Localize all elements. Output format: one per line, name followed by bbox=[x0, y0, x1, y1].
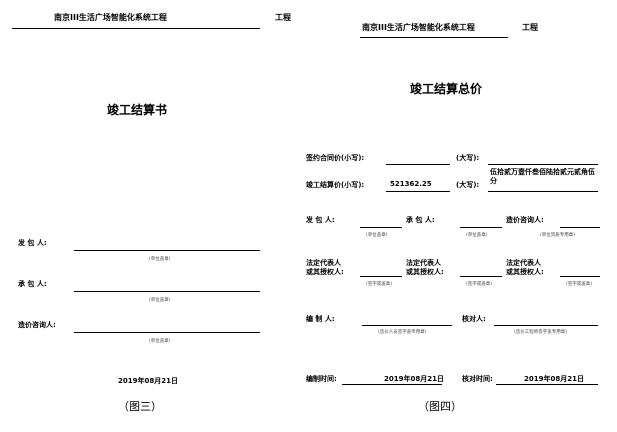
right-header-project: 南京III生活广场智能化系统工程 bbox=[362, 23, 475, 32]
left-line-consultant bbox=[74, 332, 260, 333]
left-note-employer: (单位盖章) bbox=[149, 257, 171, 262]
compiler-note: (造价人员签字盖专用章) bbox=[378, 330, 427, 335]
right-note-consultant: (单位资质专用章) bbox=[540, 233, 576, 238]
compile-time-value: 2019年08月21日 bbox=[384, 375, 444, 383]
rep1-line bbox=[360, 276, 402, 277]
left-label-contractor: 承 包 人: bbox=[18, 280, 47, 288]
right-label-consultant: 造价咨询人: bbox=[506, 216, 544, 224]
left-line-employer bbox=[74, 250, 260, 251]
settle-price-big-label: (大写): bbox=[456, 181, 480, 189]
check-time-line bbox=[496, 384, 598, 385]
right-caption: （图四） bbox=[418, 400, 462, 413]
settle-price-value: 521362.25 bbox=[390, 180, 432, 188]
settle-price-line bbox=[386, 191, 450, 192]
compiler-label: 编 制 人: bbox=[306, 315, 335, 323]
rep2-label-line2: 或其授权人: bbox=[406, 268, 444, 276]
left-header-underline bbox=[12, 28, 260, 29]
compile-time-line bbox=[342, 384, 442, 385]
right-page-title: 竣工结算总价 bbox=[410, 82, 483, 96]
right-line-employer bbox=[360, 227, 402, 228]
rep3-note: (签字或盖章) bbox=[566, 282, 593, 287]
check-time-value: 2019年08月21日 bbox=[524, 375, 584, 383]
rep1-label-line2: 或其授权人: bbox=[306, 268, 344, 276]
left-page-title: 竣工结算书 bbox=[107, 103, 168, 117]
left-date: 2019年08月21日 bbox=[118, 377, 178, 385]
rep3-label-line1: 法定代表人 bbox=[506, 259, 541, 267]
compiler-line bbox=[362, 325, 452, 326]
contract-price-label: 签约合同价(小写): bbox=[306, 154, 365, 162]
right-note-employer: (单位盖章) bbox=[366, 233, 388, 238]
checker-label: 核对人: bbox=[462, 315, 486, 323]
rep1-note: (签字或盖章) bbox=[366, 282, 393, 287]
rep3-line bbox=[560, 276, 600, 277]
left-note-consultant: (单位盖章) bbox=[149, 339, 171, 344]
rep3-label-line2: 或其授权人: bbox=[506, 268, 544, 276]
right-label-employer: 发 包 人: bbox=[306, 216, 335, 224]
contract-price-line bbox=[386, 164, 450, 165]
right-line-contractor bbox=[460, 227, 502, 228]
compile-time-label: 编制时间: bbox=[306, 375, 337, 383]
left-caption: （图三） bbox=[118, 400, 162, 413]
left-header-project: 南京III生活广场智能化系统工程 bbox=[54, 13, 167, 22]
left-label-consultant: 造价咨询人: bbox=[18, 321, 56, 329]
contract-price-big-line bbox=[488, 164, 598, 165]
rep1-label-line1: 法定代表人 bbox=[306, 259, 341, 267]
settle-price-big-line bbox=[488, 191, 598, 192]
left-header-suffix: 工程 bbox=[275, 13, 291, 22]
rep2-note: (签字或盖章) bbox=[466, 282, 493, 287]
left-label-employer: 发 包 人: bbox=[18, 239, 47, 247]
right-header-suffix: 工程 bbox=[522, 23, 538, 32]
settle-price-label: 竣工结算价(小写): bbox=[306, 181, 365, 189]
settle-price-big-value: 伍拾贰万壹仟叁佰陆拾贰元贰角伍分 bbox=[490, 168, 595, 185]
contract-price-big-label: (大写): bbox=[456, 154, 480, 162]
right-line-consultant bbox=[560, 227, 600, 228]
checker-line bbox=[494, 325, 598, 326]
right-header-underline bbox=[360, 37, 508, 38]
checker-note: (造价工程师签字盖专用章) bbox=[514, 330, 568, 335]
rep2-label-line1: 法定代表人 bbox=[406, 259, 441, 267]
right-note-contractor: (单位盖章) bbox=[466, 233, 488, 238]
left-line-contractor bbox=[74, 291, 260, 292]
left-note-contractor: (单位盖章) bbox=[149, 298, 171, 303]
rep2-line bbox=[460, 276, 502, 277]
right-label-contractor: 承 包 人: bbox=[406, 216, 435, 224]
check-time-label: 核对时间: bbox=[462, 375, 493, 383]
